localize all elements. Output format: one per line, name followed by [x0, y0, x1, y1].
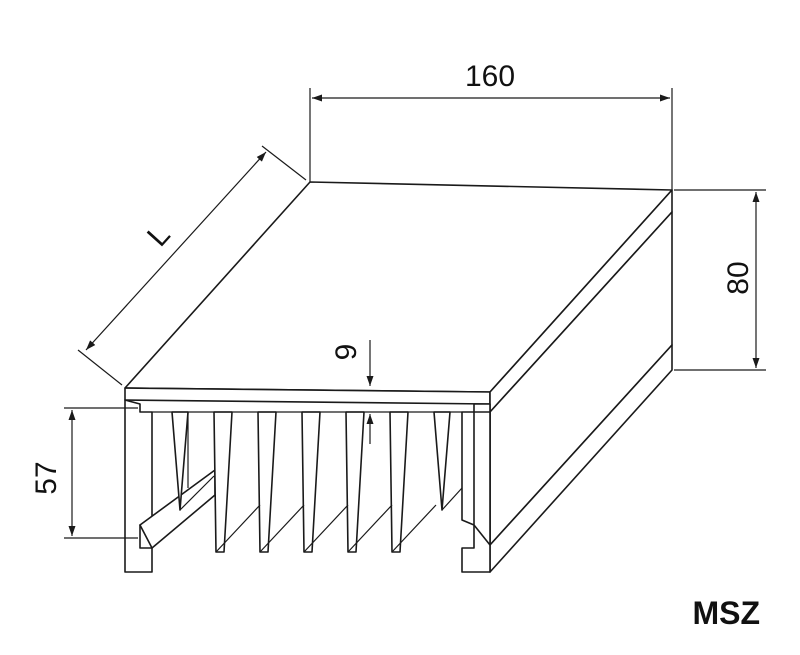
model-label: MSZ: [692, 595, 760, 631]
fin: [433, 411, 451, 511]
fin-depth-lines: [179, 412, 463, 553]
dimension-fin-height: 57: [30, 407, 138, 539]
fin: [301, 411, 321, 553]
length-label: L: [141, 218, 177, 252]
fin: [345, 411, 365, 553]
fin: [257, 411, 277, 553]
fin: [213, 411, 233, 553]
dimension-height: 80: [674, 189, 766, 371]
right-inner-wall: [473, 411, 491, 546]
base-label: 9: [330, 344, 363, 361]
height-label: 80: [722, 261, 755, 294]
width-label: 160: [465, 60, 515, 93]
heatsink-profile: [124, 181, 673, 573]
left-leg: [124, 399, 153, 573]
dimension-base: 9: [330, 340, 374, 444]
dimension-width: 160: [309, 60, 673, 190]
fin-height-label: 57: [30, 461, 63, 494]
fin: [389, 411, 409, 553]
